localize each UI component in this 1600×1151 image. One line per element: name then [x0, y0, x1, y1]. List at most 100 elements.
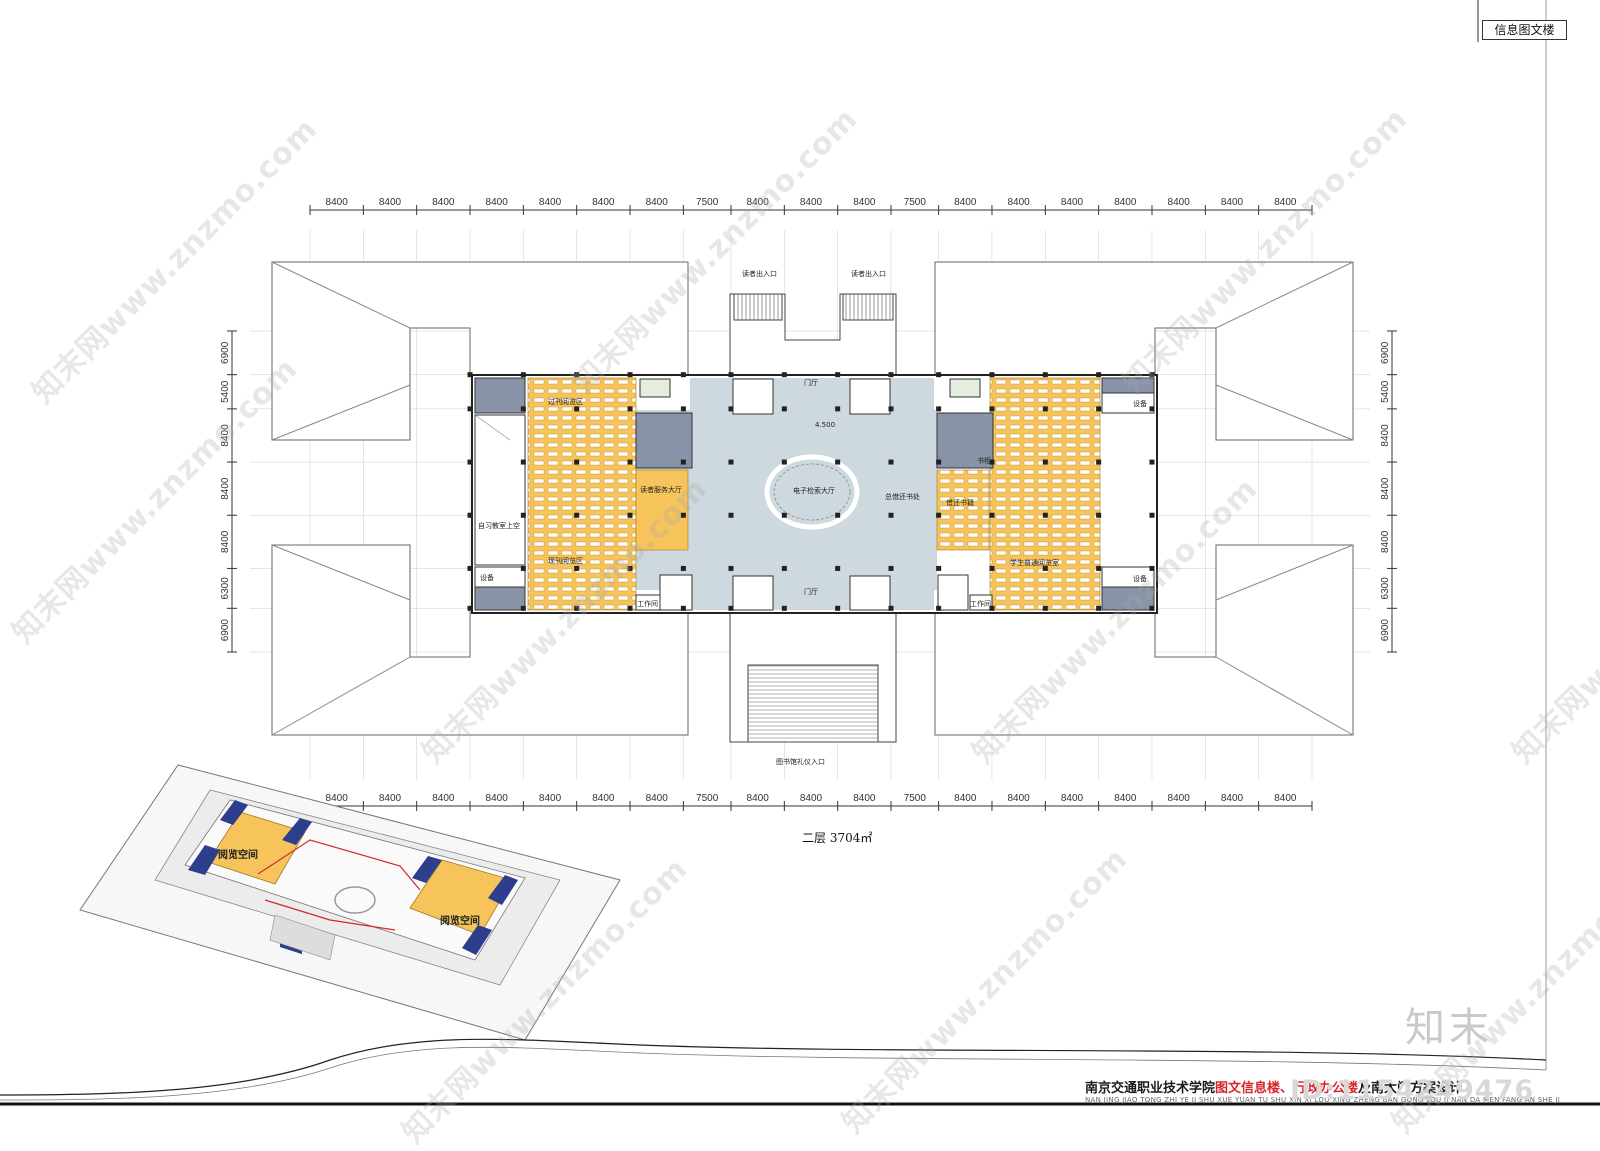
brand-logo: 知末	[1405, 1005, 1493, 1051]
column	[574, 459, 580, 465]
column	[520, 406, 526, 412]
title-tail: 及南大门方案设计	[1358, 1081, 1463, 1096]
column	[835, 372, 841, 378]
column	[680, 605, 686, 611]
dim-label-bottom: 7500	[904, 793, 927, 804]
dim-label-bottom: 8400	[853, 793, 876, 804]
column	[728, 372, 734, 378]
columns	[467, 372, 1155, 611]
dim-label-right: 6900	[1380, 619, 1391, 642]
dim-label-right: 6900	[1380, 341, 1391, 364]
column	[1096, 372, 1102, 378]
axon-label-left: 阅览空间	[218, 848, 258, 861]
column	[680, 512, 686, 518]
column	[888, 605, 894, 611]
dim-label-bottom: 8400	[592, 793, 615, 804]
south-stair	[747, 664, 879, 743]
bottom-band	[0, 1103, 1600, 1131]
dim-label-bottom: 8400	[379, 793, 402, 804]
dim-label-left: 8400	[220, 424, 231, 447]
column	[781, 565, 787, 571]
label-borrow-return: 借还书籍	[946, 498, 974, 507]
column	[989, 459, 995, 465]
column	[728, 406, 734, 412]
dim-label-top: 8400	[379, 197, 402, 208]
dim-label-top: 8400	[853, 197, 876, 208]
dim-label-bottom: 7500	[696, 793, 719, 804]
column	[781, 406, 787, 412]
column	[1096, 459, 1102, 465]
stair-right	[937, 574, 969, 611]
column	[627, 512, 633, 518]
column	[1149, 372, 1155, 378]
room-labels: 过刊阅览区 自习教室上空 现刊阅览区 读者服务大厅 电子检索大厅 总借还书处 借…	[478, 269, 1147, 766]
dim-label-top: 8400	[486, 197, 509, 208]
column	[728, 605, 734, 611]
label-circulation-desk: 总借还书处	[885, 492, 920, 501]
label-e-search-hall: 电子检索大厅	[793, 486, 835, 495]
column	[467, 512, 473, 518]
dim-label-bottom: 8400	[1221, 793, 1244, 804]
column	[467, 605, 473, 611]
self-study-void	[474, 414, 526, 566]
column	[936, 372, 942, 378]
column	[989, 512, 995, 518]
label-current-periodical: 现刊阅览区	[548, 556, 583, 565]
column	[989, 372, 995, 378]
core-lift-right	[936, 412, 994, 469]
dim-label-right: 5400	[1380, 380, 1391, 403]
column	[1042, 459, 1048, 465]
column	[1042, 512, 1048, 518]
column	[1096, 565, 1102, 571]
dim-label-bottom: 8400	[1114, 793, 1137, 804]
column	[781, 512, 787, 518]
column	[781, 605, 787, 611]
column	[1149, 565, 1155, 571]
column	[835, 459, 841, 465]
dim-label-top: 8400	[1008, 197, 1031, 208]
column	[728, 459, 734, 465]
column	[888, 565, 894, 571]
label-vestibule-north: 门厅	[804, 378, 818, 387]
stair-left	[659, 574, 693, 611]
dim-label-top: 8400	[326, 197, 349, 208]
label-vestibule-south: 门厅	[804, 587, 818, 596]
label-self-study-void: 自习教室上空	[478, 521, 520, 530]
column	[467, 372, 473, 378]
core-nw	[474, 377, 526, 414]
column	[835, 406, 841, 412]
reading-zone-left	[527, 377, 637, 611]
column	[781, 372, 787, 378]
axonometric-view: 阅览空间 阅览空间	[79, 764, 621, 1041]
column	[936, 406, 942, 412]
column	[888, 372, 894, 378]
dim-label-bottom: 8400	[800, 793, 823, 804]
dim-label-bottom: 8400	[646, 793, 669, 804]
label-book-shelf: 书柜	[977, 456, 991, 465]
column	[1042, 565, 1048, 571]
sheet-tag: 信息图文楼	[1482, 20, 1567, 40]
wing-bottom-left	[271, 544, 689, 736]
surrounding-wings	[271, 261, 1354, 736]
column	[835, 605, 841, 611]
dim-label-top: 8400	[1274, 197, 1297, 208]
column	[1042, 372, 1048, 378]
main-building	[471, 374, 1158, 614]
column	[781, 459, 787, 465]
column	[680, 565, 686, 571]
column	[888, 512, 894, 518]
wing-bottom-right	[934, 544, 1354, 736]
column	[627, 372, 633, 378]
column	[574, 406, 580, 412]
column	[989, 605, 995, 611]
column	[574, 372, 580, 378]
dim-label-right: 8400	[1380, 424, 1391, 447]
column	[1149, 605, 1155, 611]
core-lift-left	[635, 412, 693, 469]
dim-label-left: 6900	[220, 341, 231, 364]
dim-label-top: 8400	[432, 197, 455, 208]
dim-label-top: 8400	[1221, 197, 1244, 208]
